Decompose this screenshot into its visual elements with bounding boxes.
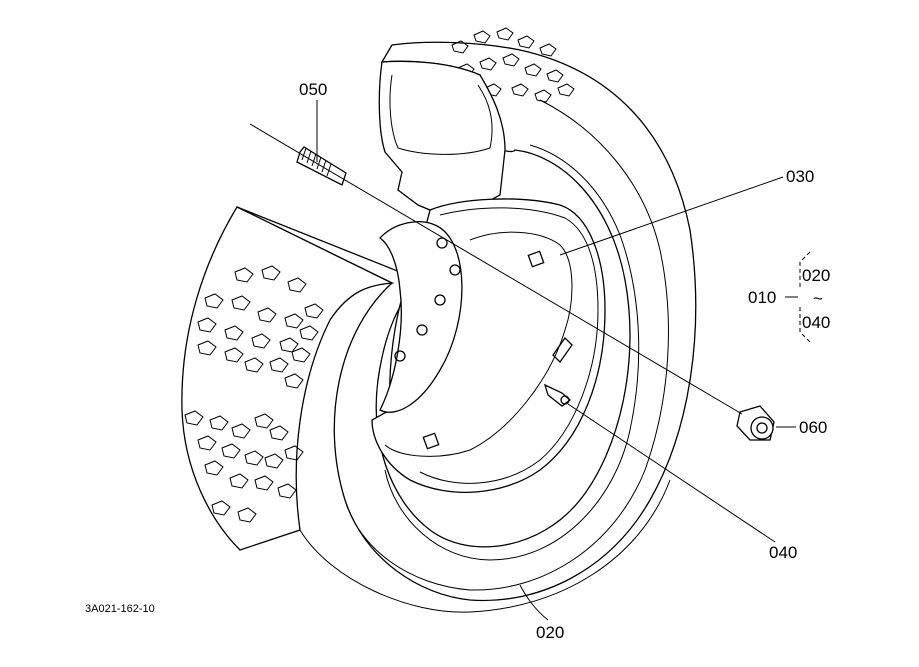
tread-pattern-front (184, 265, 324, 523)
sidewall-line-3 (384, 144, 640, 561)
callout-range-tilde: ~ (813, 289, 823, 308)
wheel-nut-hole (756, 422, 768, 434)
sidewall-line-1 (299, 479, 671, 613)
callout-030: 030 (786, 167, 814, 186)
valve-slot (552, 336, 573, 364)
bolt-hole (434, 294, 446, 306)
callout-040: 040 (769, 543, 797, 562)
bolt-hole (394, 350, 406, 362)
range-bracket (799, 251, 811, 343)
rim-flange-line (419, 207, 599, 484)
leader-030 (559, 176, 784, 256)
tire-section-profile (378, 60, 506, 216)
callout-010: 010 (748, 288, 776, 307)
rim-well (384, 231, 573, 457)
leader-020 (519, 584, 549, 621)
wheel-disc (379, 221, 463, 413)
tire-cutaway-face (181, 206, 395, 551)
sidewall-line-2 (344, 99, 669, 591)
valve-cap (560, 395, 570, 405)
bolt-hole (449, 264, 461, 276)
callout-060: 060 (799, 418, 827, 437)
bolt-hole (416, 324, 428, 336)
callout-040-range-end: 040 (802, 313, 830, 332)
valve-stem (543, 383, 572, 407)
assembly-axis-line (249, 123, 743, 415)
callout-020: 020 (536, 623, 564, 642)
rim-drawing (371, 198, 606, 493)
leader-040 (567, 403, 776, 543)
wheel-nut-drawing (736, 405, 775, 441)
rim-boss (422, 432, 440, 450)
tire-section-inner (389, 74, 493, 155)
tire-drawing (181, 27, 697, 613)
callout-050: 050 (299, 80, 327, 99)
wheel-nut-face (750, 416, 774, 440)
callout-020-range-start: 020 (802, 266, 830, 285)
rim-boss (527, 250, 545, 268)
leader-lines (316, 100, 811, 621)
valve-drawing (543, 383, 572, 407)
figure-code: 3A021-162-10 (85, 603, 155, 615)
bolt-hole (436, 237, 448, 249)
